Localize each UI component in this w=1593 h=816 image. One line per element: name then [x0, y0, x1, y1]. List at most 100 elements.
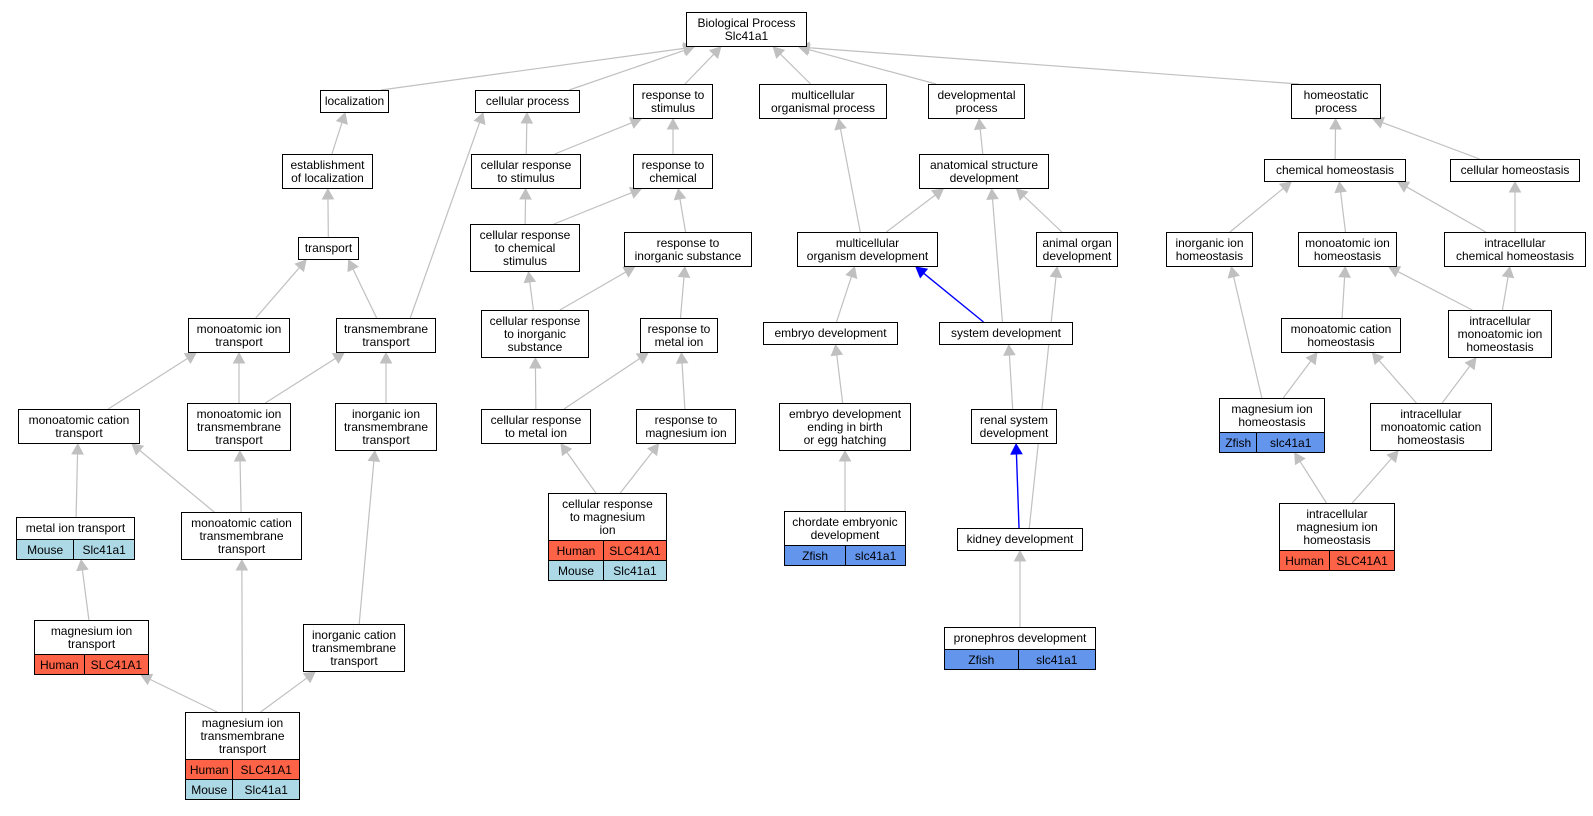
go-term-iih[interactable]: inorganic ion homeostasis: [1166, 232, 1253, 267]
go-term-asd[interactable]: anatomical structure development: [919, 154, 1049, 189]
go-term-ictt[interactable]: inorganic cation transmembrane transport: [303, 624, 405, 672]
species-cell: Mouse: [549, 561, 604, 580]
go-term-dp[interactable]: developmental process: [928, 84, 1025, 119]
edge-eol-to-loc: [331, 112, 348, 155]
go-term-label: system development: [950, 326, 1062, 340]
go-term-label: response to inorganic substance: [634, 235, 742, 263]
edge-ed-to-mod: [835, 266, 858, 323]
edge-mit-to-tr: [255, 259, 307, 319]
go-term-ch[interactable]: chemical homeostasis: [1264, 159, 1406, 182]
edge-rtc-to-rts: [666, 117, 680, 154]
edge-aod-to-asd: [1015, 188, 1063, 233]
go-term-cp[interactable]: cellular process: [475, 90, 580, 113]
go-term-mod[interactable]: multicellular organism development: [797, 232, 938, 267]
go-term-label: monoatomic ion homeostasis: [1305, 235, 1390, 263]
go-term-label: kidney development: [966, 532, 1074, 546]
go-term-ich[interactable]: intracellular chemical homeostasis: [1444, 232, 1586, 267]
edge-crcs-to-crs: [519, 187, 532, 225]
go-term-label: intracellular monoatomic ion homeostasis: [1457, 313, 1543, 354]
go-term-mit[interactable]: monoatomic ion transport: [188, 318, 290, 353]
go-term-rtmi[interactable]: response to metal ion: [640, 318, 718, 353]
edge-mgih-to-mch: [1282, 352, 1318, 399]
go-term-mct[interactable]: monoatomic cation transport: [18, 409, 140, 444]
go-term-hp[interactable]: homeostatic process: [1291, 84, 1381, 119]
go-term-aod[interactable]: animal organ development: [1036, 232, 1118, 267]
edge-asd-to-dp: [973, 117, 987, 155]
go-term-label: magnesium ion transmembrane transport: [200, 715, 285, 756]
go-term-rtis[interactable]: response to inorganic substance: [624, 232, 752, 267]
go-term-label: response to metal ion: [647, 321, 711, 349]
go-term-tr[interactable]: transport: [298, 237, 359, 260]
go-term-cellh[interactable]: cellular homeostasis: [1450, 159, 1580, 182]
go-term-ed[interactable]: embryo development: [763, 322, 898, 345]
go-term-label: magnesium ion transport: [50, 623, 133, 651]
go-term-label: transmembrane transport: [343, 321, 429, 349]
go-term-label: establishment of localization: [290, 157, 365, 185]
go-term-rtc[interactable]: response to chemical: [633, 154, 713, 189]
go-term-kd[interactable]: kidney development: [957, 528, 1083, 551]
edge-mop-to-bp: [772, 46, 811, 85]
go-term-rsd[interactable]: renal system development: [971, 409, 1057, 444]
edge-mgitt-to-mctt: [235, 558, 249, 713]
edge-kd-to-rsd: [1010, 442, 1023, 529]
go-term-crcs[interactable]: cellular response to chemical stimulus: [470, 224, 580, 272]
species-cell: Mouse: [17, 540, 75, 559]
edge-sd-to-asd: [986, 187, 1004, 323]
go-term-bp[interactable]: Biological Process Slc41a1: [686, 12, 807, 47]
go-term-edeb[interactable]: embryo development ending in birth or eg…: [779, 403, 911, 451]
go-term-label: multicellular organismal process: [770, 87, 876, 115]
go-term-mih[interactable]: monoatomic ion homeostasis: [1298, 232, 1397, 267]
edge-mct-to-mit: [107, 352, 197, 410]
edge-ch-to-hp: [1329, 117, 1342, 160]
go-term-label: intracellular monoatomic cation homeosta…: [1380, 406, 1482, 447]
species-cell: Human: [549, 541, 604, 560]
gene-cell: SLC41A1: [233, 760, 299, 779]
species-cell: Human: [35, 655, 85, 674]
go-term-cris[interactable]: cellular response to inorganic substance: [481, 310, 589, 358]
go-term-crs[interactable]: cellular response to stimulus: [471, 154, 581, 189]
edge-mod-to-asd: [886, 188, 945, 233]
go-term-label: intracellular chemical homeostasis: [1455, 235, 1575, 263]
go-term-label: inorganic ion transmembrane transport: [343, 406, 429, 447]
edge-mitr-to-mct: [71, 442, 84, 518]
edge-tmt-to-tr: [347, 259, 378, 319]
go-term-label: cellular homeostasis: [1460, 163, 1570, 177]
edge-tr-to-eol: [321, 187, 335, 238]
species-cell: Mouse: [186, 780, 234, 799]
go-term-mch[interactable]: monoatomic cation homeostasis: [1281, 318, 1401, 353]
edge-mitt-to-mit: [232, 351, 246, 403]
go-term-eol[interactable]: establishment of localization: [282, 154, 373, 189]
go-term-crmi[interactable]: cellular response to metal ion: [481, 409, 591, 444]
go-term-tmt[interactable]: transmembrane transport: [336, 318, 436, 353]
go-term-imih[interactable]: intracellular monoatomic ion homeostasis: [1448, 310, 1552, 358]
edge-cris-to-rtis: [559, 266, 636, 311]
go-term-label: cellular response to magnesium ion: [562, 496, 653, 537]
go-term-imch[interactable]: intracellular monoatomic cation homeosta…: [1370, 403, 1492, 451]
go-term-label: intracellular magnesium ion homeostasis: [1296, 506, 1378, 547]
go-term-label: monoatomic cation transport: [28, 412, 130, 440]
edge-mgit-to-mitr: [76, 558, 90, 621]
go-term-label: cellular response to chemical stimulus: [479, 227, 571, 268]
go-term-loc[interactable]: localization: [320, 90, 389, 113]
go-term-label: animal organ development: [1042, 235, 1112, 263]
go-term-rts[interactable]: response to stimulus: [633, 84, 713, 119]
edge-mch-to-mih: [1338, 265, 1351, 319]
edge-crs-to-cp: [520, 111, 534, 155]
go-term-mitt[interactable]: monoatomic ion transmembrane transport: [187, 403, 291, 451]
go-term-sd[interactable]: system development: [939, 322, 1073, 345]
go-term-mctt[interactable]: monoatomic cation transmembrane transpor…: [181, 512, 302, 560]
go-term-iitt[interactable]: inorganic ion transmembrane transport: [335, 403, 437, 451]
go-term-rtmgi[interactable]: response to magnesium ion: [636, 409, 736, 444]
go-term-mop[interactable]: multicellular organismal process: [759, 84, 887, 119]
